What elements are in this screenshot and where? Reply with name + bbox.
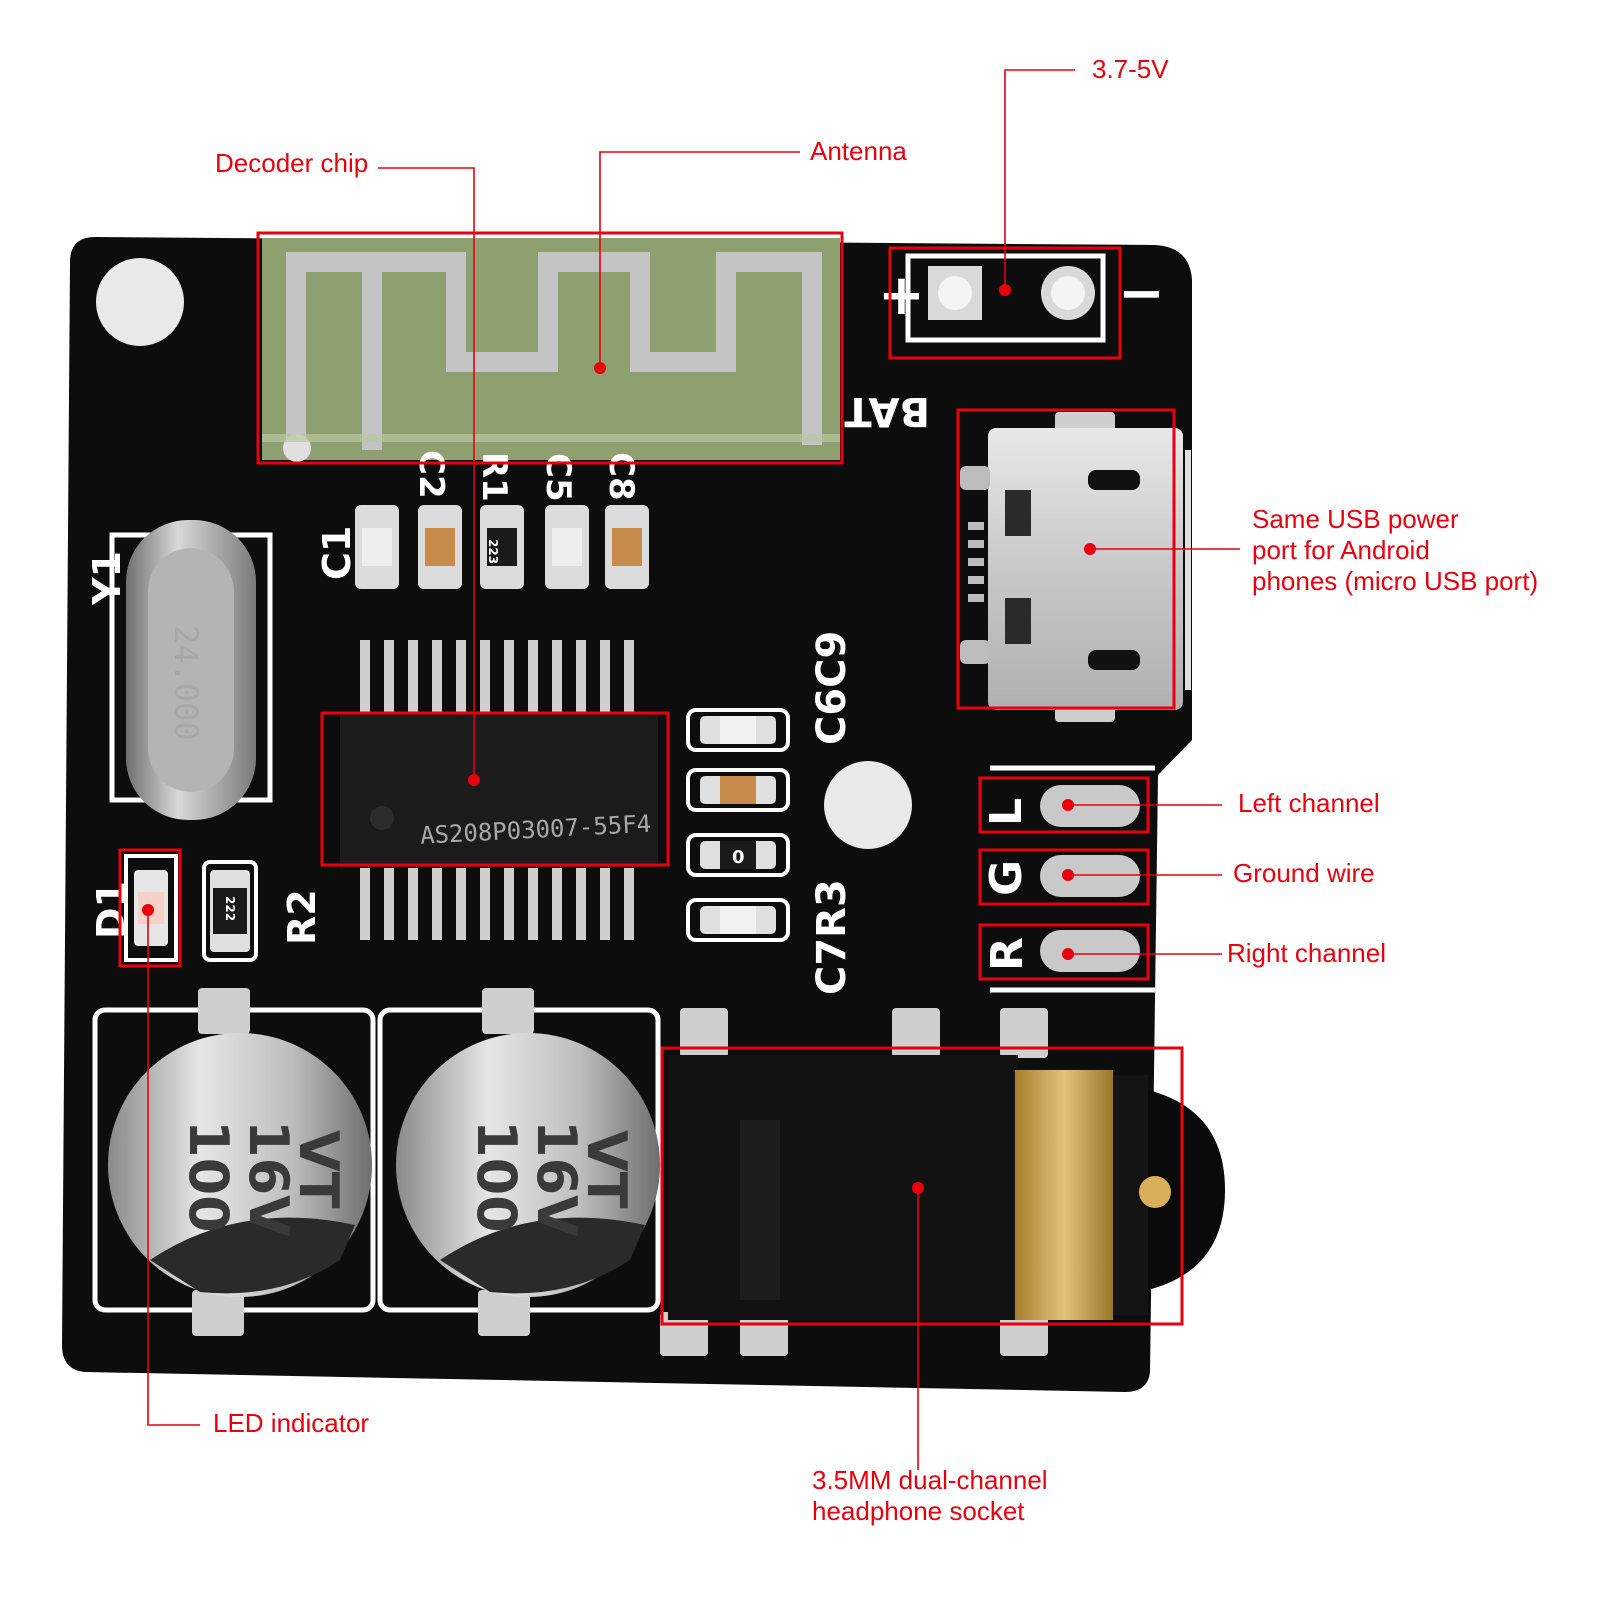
cap2-value: 100 [465,1120,528,1233]
pad-r-label: R [982,937,1033,971]
socket-dot [912,1182,924,1194]
antenna [262,238,840,462]
r1-label: R1 [474,452,514,502]
callout-socket-line2: headphone socket [812,1496,1025,1526]
c1-label: C1 [315,526,359,580]
antenna-dot [594,362,606,374]
c5-label: C5 [538,453,578,502]
antenna-box [256,231,844,465]
audio-pads: L G R [981,765,1155,993]
cap1-value: 100 [177,1120,240,1233]
callout-led-indicator: LED indicator [213,1408,370,1438]
pad-l-label: L [981,798,1032,826]
c6c9-label: C6C9 [809,631,855,745]
bat-minus-label: − [1118,261,1165,326]
battery-leader [1004,69,1075,290]
cap1-brand: VT [287,1130,350,1209]
r1-code: 223 [486,539,500,564]
callout-battery-voltage: 3.7-5V [1092,54,1169,84]
chip-box [320,711,670,867]
usb-dot [1084,543,1096,555]
chip-dot [468,774,480,786]
decoder-chip: AS208P03007-55F4 [340,640,658,940]
mounting-hole-mid [824,761,912,849]
r2-code: 222 [223,896,237,921]
electrolytic-cap-2: 100 16V VT [377,988,661,1336]
battery-pads: + − BAT [844,253,1165,434]
bat-label: BAT [844,388,930,434]
crystal-value: 24.000 [167,625,205,741]
callout-antenna: Antenna [810,136,907,166]
callout-left-channel: Left channel [1238,788,1380,818]
callout-ground-wire: Ground wire [1233,858,1375,888]
callout-decoder-chip: Decoder chip [215,148,369,178]
smd-component-column: 0 C6C9 C7R3 [686,631,855,995]
resistor-r2: 222 R2 [202,860,324,962]
left-dot [1062,799,1074,811]
mounting-hole-top [96,258,184,346]
c2-label: C2 [411,450,451,499]
right-dot [1062,948,1074,960]
c7r3-label: C7R3 [809,879,855,995]
led-dot [142,904,154,916]
socket-box [660,1046,1184,1326]
y1-label: Y1 [85,551,129,606]
cap2-brand: VT [575,1130,638,1209]
r2-label: R2 [280,889,324,945]
battery-dot [999,284,1011,296]
electrolytic-cap-1: 100 16V VT [92,988,376,1336]
led-leader [147,910,200,1426]
d1-label: D1 [89,881,133,939]
r3-code: 0 [732,847,745,868]
cap2-voltage: 16V [525,1120,588,1237]
bat-plus-label: + [878,263,925,328]
ground-dot [1062,869,1074,881]
usb-box [956,408,1176,710]
callout-usb-line2: port for Android [1252,535,1430,565]
micro-usb-port [960,412,1191,722]
decoder-leader [378,167,475,780]
callout-usb-line3: phones (micro USB port) [1252,566,1539,596]
c8-label: C8 [601,452,641,501]
pad-g-label: G [981,860,1032,896]
crystal-y1: Y1 24.000 [85,520,273,820]
cap1-voltage: 16V [237,1120,300,1237]
callout-socket-line1: 3.5MM dual-channel [812,1465,1048,1495]
led-box [118,848,182,968]
headphone-socket [660,1008,1225,1356]
smd-component-row: 223 C1 C2 R1 C5 C8 [315,450,649,589]
antenna-leader [599,151,800,368]
right-pad-box [978,923,1150,981]
callout-usb-line1: Same USB power [1252,504,1459,534]
ground-pad-box [978,848,1150,906]
callout-right-channel: Right channel [1227,938,1386,968]
